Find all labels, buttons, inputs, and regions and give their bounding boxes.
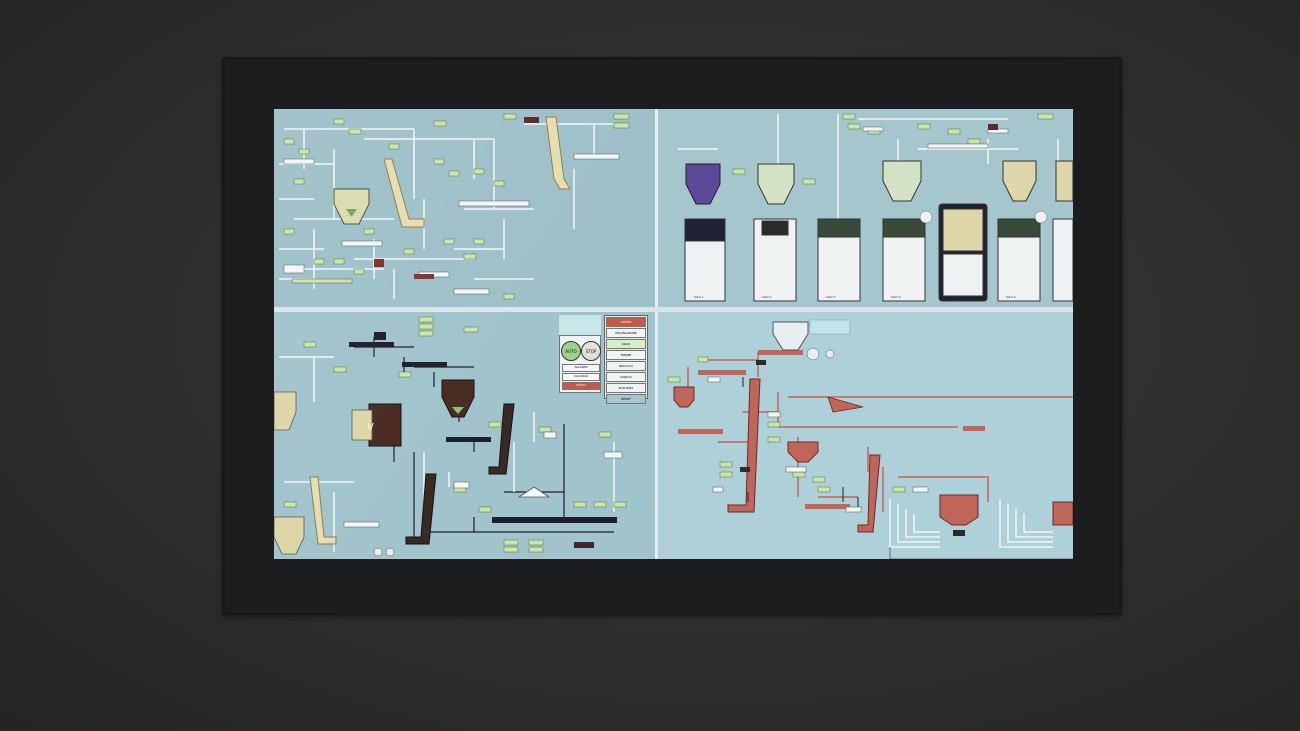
silo-label-2: SILO 2 (762, 295, 772, 299)
status-button[interactable]: STATO (562, 382, 600, 390)
reset-button[interactable]: CALCOLO (562, 373, 600, 381)
navigation-menu: GRANO MACINAZIONE SILOS FARINE INSACCO C… (604, 315, 648, 404)
silo-label-1: SILO 1 (694, 295, 704, 299)
alarm-button[interactable]: ALLARMI (562, 364, 600, 372)
menu-item-grano[interactable]: GRANO (606, 317, 646, 327)
silos-panel: SILO 1 SILO 2 SILO 3 SILO 4 SILO 5 SILO … (658, 109, 1073, 307)
menu-item-carico[interactable]: CARICO (606, 372, 646, 382)
silo-label-6: SILO 6 (1006, 295, 1016, 299)
silos-diagram (678, 113, 1073, 302)
stop-button[interactable]: STOP (581, 341, 601, 361)
process-diagram-top-left (279, 113, 630, 300)
silo-label-4: SILO 4 (891, 295, 901, 299)
scada-screen: SILO 1 SILO 2 SILO 3 SILO 4 SILO 5 SILO … (274, 109, 1073, 559)
silo-label-3: SILO 3 (826, 295, 836, 299)
svg-text:V: V (367, 422, 374, 433)
process-panel-bottom-left: V AUTO STOP ALLARMI CALCOLO STATO GRANO … (274, 312, 655, 559)
menu-item-pulitura[interactable]: PULITURA (606, 383, 646, 393)
process-diagram-bottom-right (667, 319, 1073, 559)
control-panel: AUTO STOP ALLARMI CALCOLO STATO (559, 315, 601, 393)
menu-item-reset[interactable]: RESET (606, 394, 646, 404)
panel-divider-horizontal (274, 307, 1073, 312)
menu-item-farine[interactable]: FARINE (606, 350, 646, 360)
menu-item-macinazione[interactable]: MACINAZIONE (606, 328, 646, 338)
auto-button[interactable]: AUTO (561, 341, 581, 361)
process-panel-bottom-right (658, 312, 1073, 559)
process-panel-top-left (274, 109, 655, 307)
control-panel-header (559, 315, 601, 336)
panel-divider-vertical (655, 109, 658, 559)
menu-item-insacco[interactable]: INSACCO (606, 361, 646, 371)
process-diagram-bottom-left: V (274, 316, 627, 557)
silo-label-5: SILO 5 (950, 295, 960, 299)
menu-item-silos[interactable]: SILOS (606, 339, 646, 349)
